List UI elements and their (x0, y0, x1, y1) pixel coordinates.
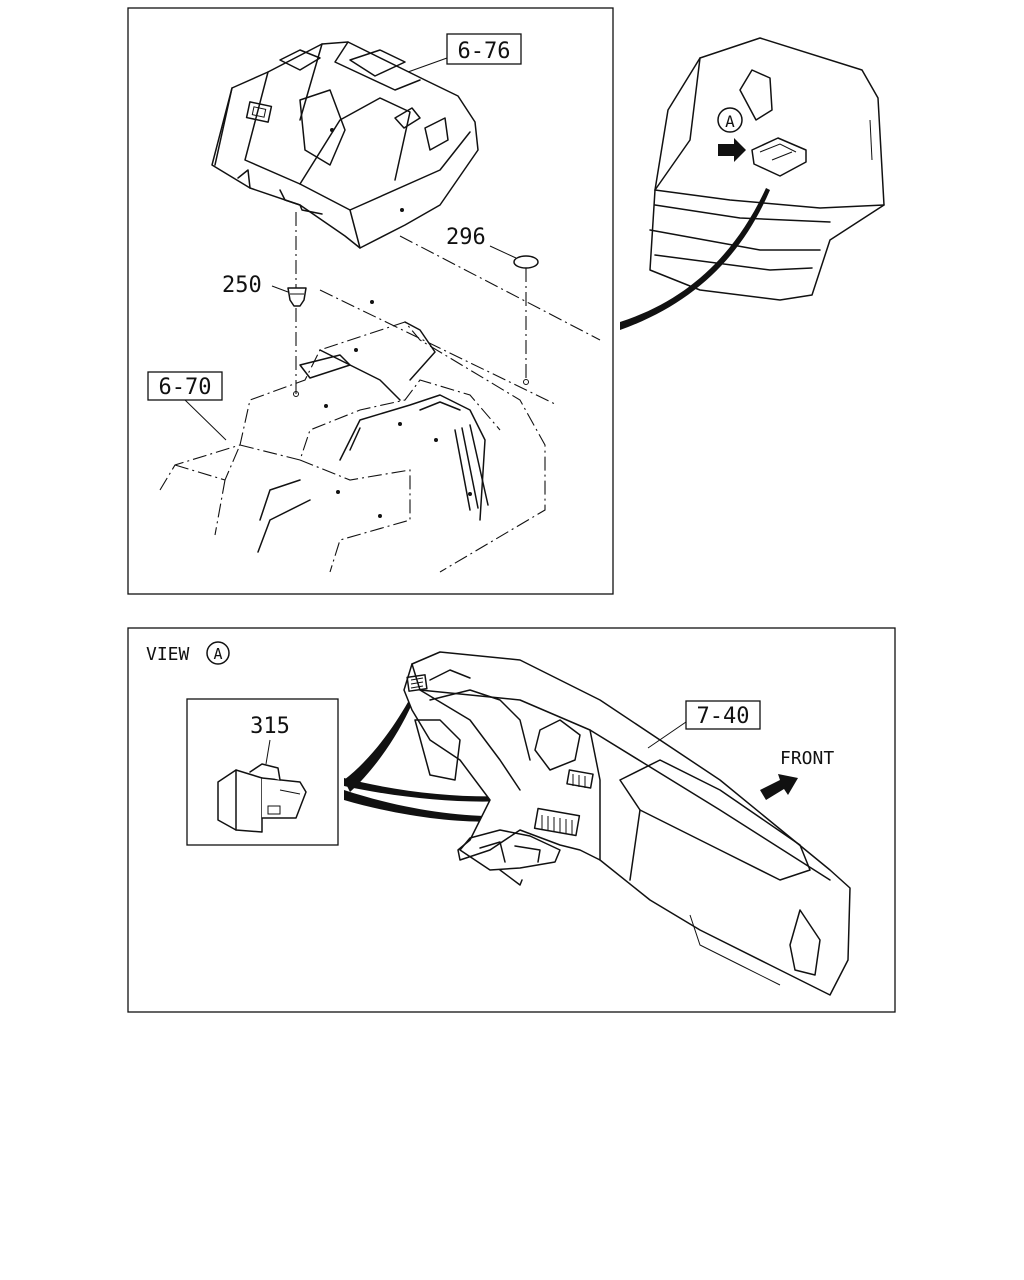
view-label-marker-letter: A (213, 645, 222, 663)
view-label-marker-circle (206, 641, 230, 665)
leader-6-70 (184, 399, 227, 441)
leader-250 (271, 285, 289, 293)
upper-console-cover (211, 41, 479, 249)
top-panel-frame (127, 7, 614, 595)
callout-dash-ref: 7-40 (697, 704, 750, 729)
switch-part-315 (217, 763, 307, 833)
cab-view-inset: A (620, 37, 885, 330)
callout-swoosh-bottom-1 (344, 702, 412, 792)
callout-switch-part: 315 (250, 714, 290, 739)
lower-console (159, 321, 546, 573)
view-label: VIEW (146, 644, 190, 665)
leader-296 (489, 245, 517, 259)
callout-upper-console-ref: 6-76 (458, 39, 511, 64)
phantom-line-upper (399, 235, 601, 341)
front-arrow-icon (760, 774, 798, 800)
callout-clip-part: 250 (222, 273, 262, 298)
plug-part-296 (513, 255, 539, 269)
view-a-marker-circle (717, 107, 743, 133)
bottom-panel-frame (127, 627, 896, 1013)
callout-box-6-76 (446, 33, 522, 65)
view-a-marker-letter: A (725, 112, 735, 131)
callout-box-7-40 (685, 700, 761, 730)
instrument-panel (403, 651, 851, 996)
top-panel: 6-76 250 296 (127, 7, 614, 595)
clip-part-250 (287, 287, 307, 307)
callout-plug-part: 296 (446, 225, 486, 250)
front-direction-label: FRONT (780, 748, 834, 769)
leader-6-76 (407, 57, 448, 73)
callout-box-6-70 (147, 371, 223, 401)
phantom-line-lower (319, 289, 556, 405)
bottom-panel: VIEW A 315 (127, 627, 896, 1013)
leader-315 (265, 739, 271, 765)
leader-7-40 (647, 721, 687, 749)
callout-lower-console-ref: 6-70 (159, 375, 212, 400)
switch-location-marker (718, 137, 807, 177)
